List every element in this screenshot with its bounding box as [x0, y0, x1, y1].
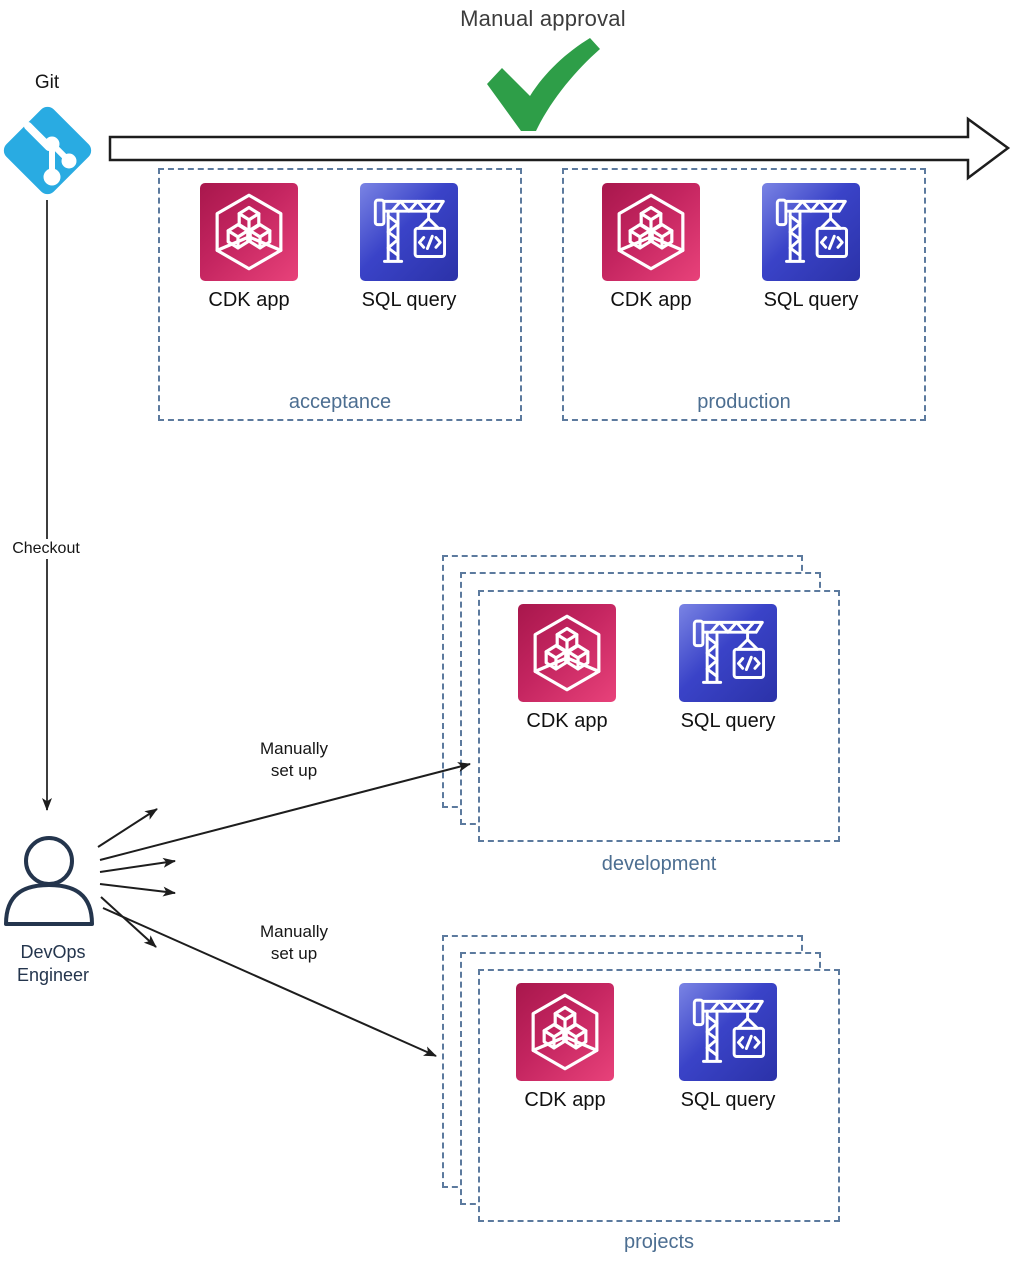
cdk-app-resource: CDK app [200, 183, 298, 312]
checkout-label: Checkout [7, 539, 85, 559]
sql-query-icon [360, 183, 458, 281]
cdk-app-label: CDK app [610, 289, 692, 311]
cdk-app-label: CDK app [208, 289, 290, 311]
acceptance-environment-box: CDK app SQL query acceptance [158, 168, 522, 421]
sql-query-icon [679, 983, 777, 1081]
fan-arrow-3 [99, 883, 176, 897]
git-label: Git [34, 72, 60, 93]
devops-engineer-person-icon [4, 836, 94, 926]
cdk-app-resource: CDK app [602, 183, 700, 312]
cdk-app-icon [602, 183, 700, 281]
cdk-app-icon [518, 604, 616, 702]
cdk-app-label: CDK app [524, 1089, 606, 1111]
cdk-app-resource: CDK app [516, 983, 614, 1112]
sql-query-label: SQL query [763, 289, 859, 311]
production-environment-box: CDK app SQL query production [562, 168, 926, 421]
sql-query-resource: SQL query [762, 183, 860, 312]
sql-query-icon [679, 604, 777, 702]
green-checkmark-icon [487, 38, 600, 131]
env-label-development: development [601, 853, 717, 875]
sql-query-resource: SQL query [679, 604, 777, 733]
sql-query-label: SQL query [680, 1089, 776, 1111]
manually-set-up-label-development: Manually set up [259, 739, 329, 780]
env-label-acceptance: acceptance [288, 391, 392, 413]
fan-arrow-4 [100, 896, 157, 948]
sql-query-icon [762, 183, 860, 281]
devops-engineer-label: DevOps Engineer [16, 942, 90, 985]
cdk-app-icon [200, 183, 298, 281]
cdk-app-label: CDK app [526, 710, 608, 732]
sql-query-label: SQL query [361, 289, 457, 311]
projects-box-front: CDK app SQL query [478, 969, 840, 1222]
manual-approval-label: Manual approval [460, 6, 626, 31]
cdk-app-icon [516, 983, 614, 1081]
development-box-front: CDK app SQL query [478, 590, 840, 842]
manually-set-up-label-projects: Manually set up [259, 922, 329, 963]
fan-arrow-2 [99, 857, 176, 873]
git-icon [3, 106, 92, 195]
sql-query-label: SQL query [680, 710, 776, 732]
cdk-app-resource: CDK app [518, 604, 616, 733]
sql-query-resource: SQL query [679, 983, 777, 1112]
env-label-projects: projects [623, 1231, 695, 1253]
sql-query-resource: SQL query [360, 183, 458, 312]
fan-arrow-1 [97, 808, 158, 848]
env-label-production: production [697, 391, 791, 413]
